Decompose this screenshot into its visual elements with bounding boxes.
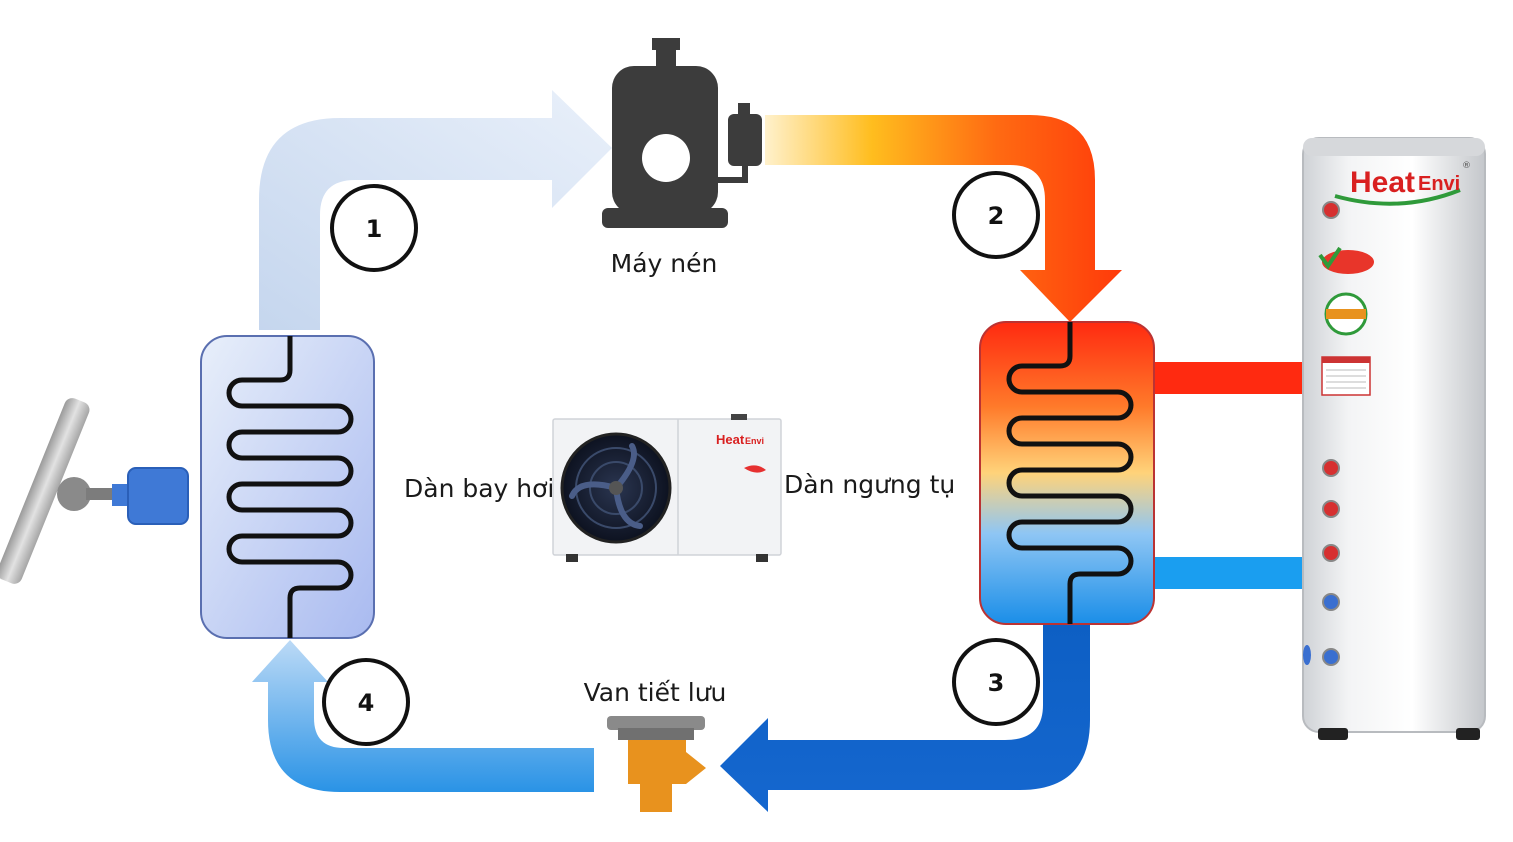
expansion-valve-icon [607, 716, 706, 812]
unit-brand-heat: Heat [716, 432, 745, 447]
tank-port-5 [1322, 648, 1340, 666]
step-4-marker: 4 [322, 658, 410, 746]
tank-port-4 [1322, 593, 1340, 611]
condenser [979, 321, 1155, 625]
compressor-label: Máy nén [611, 249, 718, 278]
certification-badge-icon [1324, 292, 1368, 336]
step-1-marker: 1 [330, 184, 418, 272]
water-tank: Heat Envi ® [1302, 137, 1486, 740]
tank-port-2 [1322, 500, 1340, 518]
condenser-label: Dàn ngưng tụ [784, 470, 955, 499]
step-2-marker: 2 [952, 171, 1040, 259]
unit-brand-envi: Envi [745, 436, 764, 446]
pipe-3-liquid-arrow [720, 625, 1090, 812]
quality-badge-icon [1318, 246, 1374, 274]
cold-water-pipe [1152, 557, 1307, 589]
step-2-number: 2 [988, 202, 1005, 230]
spec-label-sticker [1321, 356, 1371, 396]
step-3-number: 3 [988, 669, 1005, 697]
step-3-marker: 3 [952, 638, 1040, 726]
pipe-2-discharge-arrow [765, 115, 1122, 322]
fan-motor-icon [0, 398, 189, 584]
tank-port-3 [1322, 544, 1340, 562]
tank-brand-registered: ® [1462, 161, 1471, 171]
evaporator-label: Dàn bay hơi [404, 474, 554, 503]
hot-water-pipe [1152, 362, 1307, 394]
step-4-number: 4 [358, 689, 375, 717]
pipe-4-return-arrow [252, 640, 594, 792]
heat-pump-unit-image: Heat Envi [552, 414, 782, 562]
evaporator [200, 335, 375, 639]
condenser-coil [1006, 322, 1134, 624]
tank-port-top [1322, 201, 1340, 219]
compressor-icon [602, 38, 762, 228]
valve-label: Van tiết lưu [584, 678, 727, 707]
tank-side-port [1303, 645, 1311, 665]
tank-brand-heat: Heat [1350, 166, 1415, 199]
evaporator-coil [226, 336, 354, 638]
step-1-number: 1 [366, 215, 383, 243]
pipe-1-suction-arrow [259, 90, 612, 330]
tank-port-1 [1322, 459, 1340, 477]
tank-brand-envi: Envi [1418, 173, 1460, 195]
